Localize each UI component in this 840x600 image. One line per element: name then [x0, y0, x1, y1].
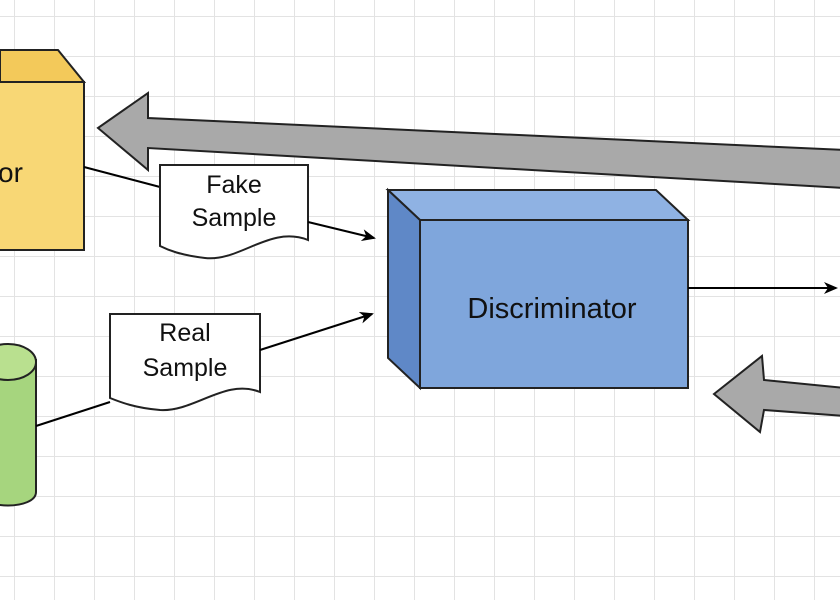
- fake-sample-document-shape: [159, 164, 309, 260]
- generator-box[interactable]: or: [0, 49, 87, 251]
- generator-box-front: [0, 81, 85, 251]
- real-sample-document-shape: [109, 313, 261, 412]
- generator-box-top: [0, 49, 87, 83]
- fake-sample-label-line2: Sample: [192, 204, 277, 232]
- real-sample-node[interactable]: Real Sample: [109, 313, 261, 412]
- generator-feedback-arrow: [96, 91, 840, 189]
- real-sample-label-line1: Real: [159, 319, 210, 347]
- real-sample-to-discriminator-arrow: [259, 311, 374, 351]
- discriminator-box-front: [419, 219, 689, 389]
- discriminator-box-top: [385, 189, 691, 221]
- database-top: [0, 343, 37, 381]
- fake-sample-node[interactable]: Fake Sample: [159, 164, 309, 260]
- real-sample-label-line2: Sample: [143, 354, 228, 382]
- discriminator-feedback-arrow: [712, 354, 840, 434]
- discriminator-box-side: [387, 187, 421, 391]
- fake-sample-label-line1: Fake: [206, 171, 262, 199]
- discriminator-label: Discriminator: [467, 293, 637, 325]
- database-to-real-sample-edge: [35, 401, 111, 427]
- real-data-database[interactable]: [0, 343, 37, 507]
- database-body: [0, 359, 37, 507]
- discriminator-box[interactable]: Discriminator: [385, 187, 691, 391]
- fake-sample-to-discriminator-arrow: [307, 221, 376, 242]
- generator-to-fake-sample-edge: [83, 166, 161, 188]
- generator-label: or: [0, 157, 23, 188]
